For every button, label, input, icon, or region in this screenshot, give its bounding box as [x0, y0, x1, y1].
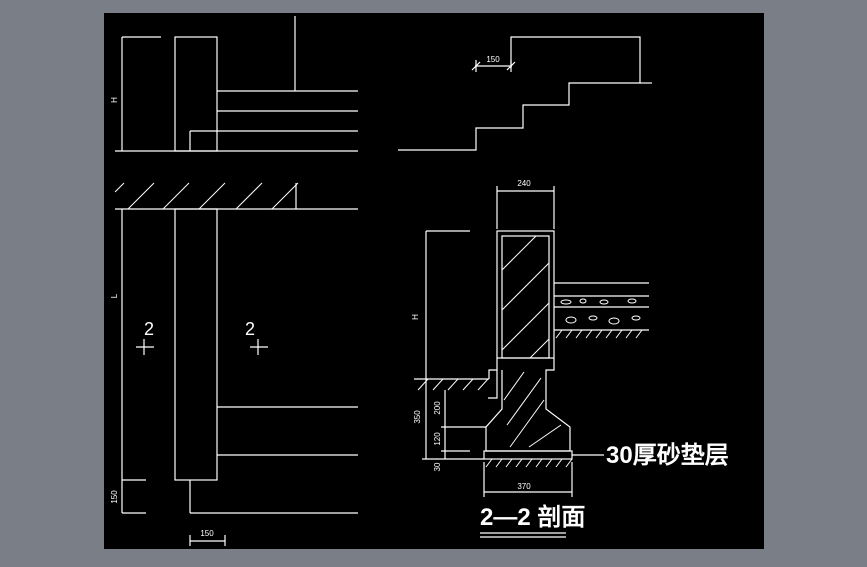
cushion-note: 30厚砂垫层	[606, 442, 729, 469]
dim-240: 240	[517, 179, 531, 188]
dim-200: 200	[433, 401, 442, 415]
section-mark-right: 2	[245, 319, 255, 339]
section-title: 2—2 剖面	[480, 503, 585, 531]
floor-ground-hatch	[555, 329, 643, 339]
cushion-ground-hatch	[485, 458, 573, 468]
dim-h-top-left: H	[110, 97, 119, 103]
dim-120: 120	[433, 432, 442, 446]
dim-150-left: 150	[110, 490, 119, 504]
top-left-step-elevation: H	[110, 16, 358, 152]
dim-150-top-right: 150	[486, 55, 500, 64]
wall-hatch	[501, 235, 550, 359]
section-mark-left: 2	[144, 319, 154, 339]
top-right-stair-profile: 150	[398, 36, 652, 151]
dim-150-bottom: 150	[200, 529, 214, 538]
wall-hatch-top	[114, 182, 299, 210]
drawing-canvas	[104, 13, 764, 549]
section-2-2: 240 H	[411, 179, 729, 538]
dim-l-left: L	[110, 293, 119, 298]
dim-h-section: H	[411, 314, 420, 320]
dim-370: 370	[517, 482, 531, 491]
floor-aggregate	[560, 298, 641, 325]
dim-350: 350	[413, 410, 422, 424]
footing-hatch	[503, 371, 562, 448]
bottom-left-plan: L 150 150 2 2	[110, 182, 358, 546]
dim-30: 30	[433, 462, 442, 471]
